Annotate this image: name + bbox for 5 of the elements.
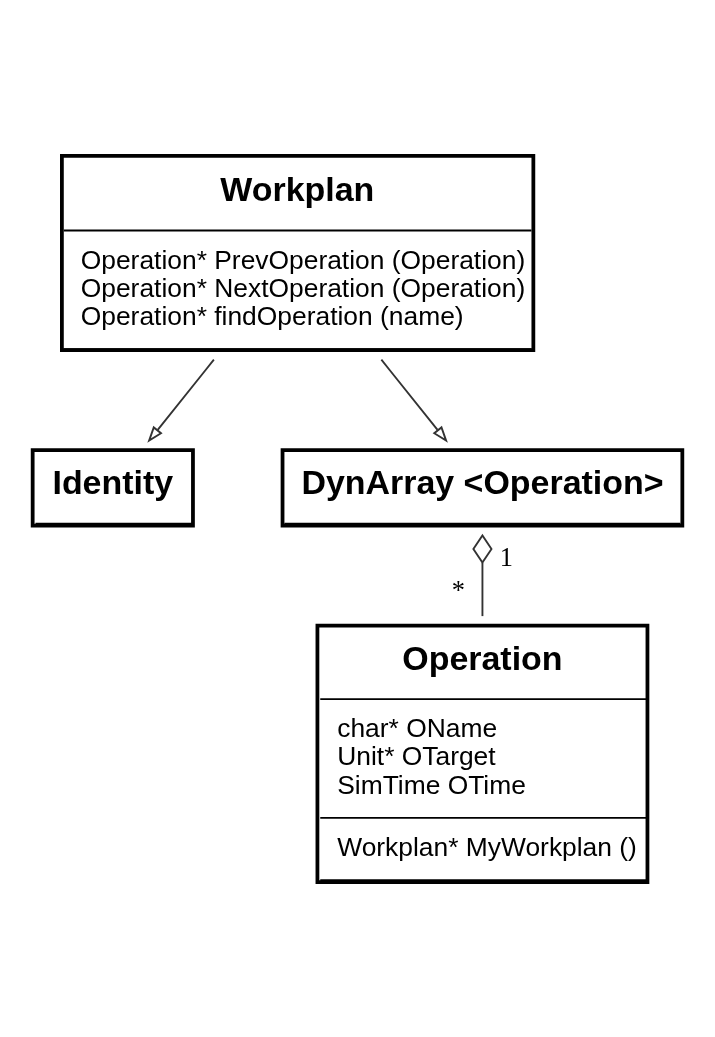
arrow xyxy=(380,358,448,443)
connector xyxy=(472,533,493,617)
label: 1 xyxy=(499,541,514,572)
label: * xyxy=(451,574,466,605)
arrow xyxy=(147,358,215,443)
